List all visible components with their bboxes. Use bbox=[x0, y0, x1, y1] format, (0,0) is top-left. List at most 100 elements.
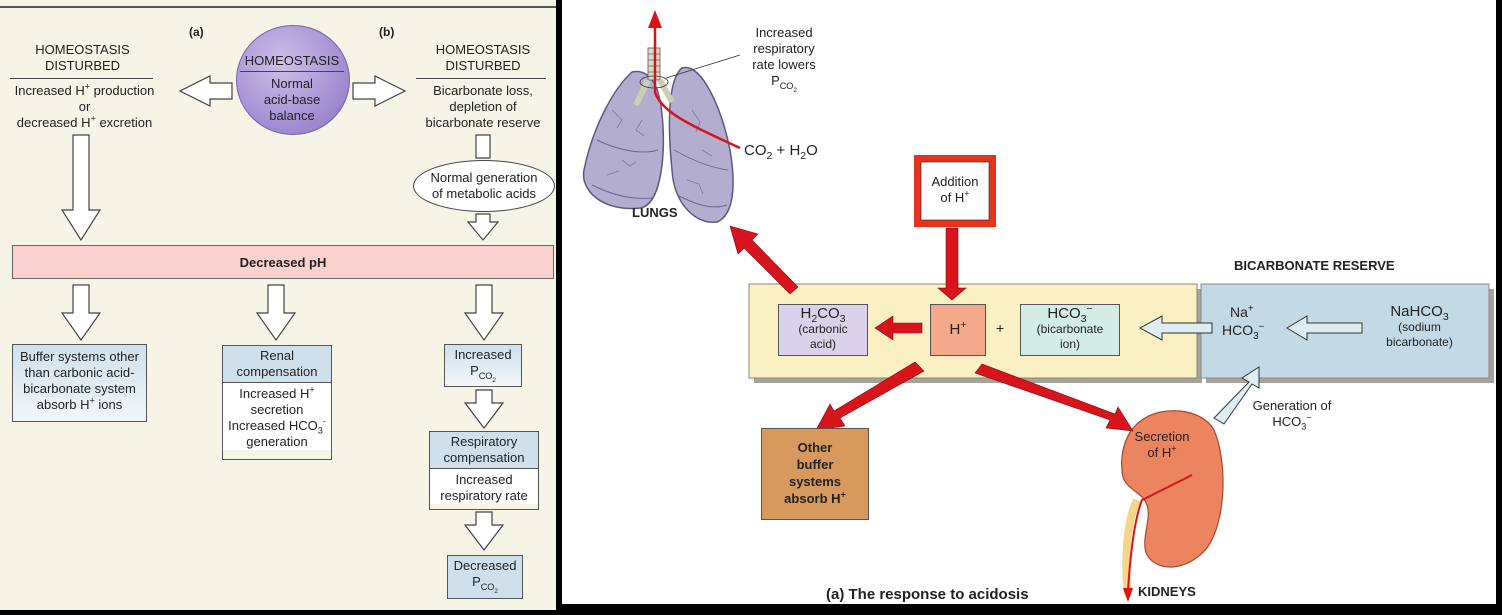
text-line: of H+ bbox=[1124, 444, 1200, 461]
addition-text: Addition of H+ bbox=[921, 174, 989, 206]
body-line: decreased H+ excretion bbox=[2, 113, 167, 131]
arrow-addition-down bbox=[937, 227, 967, 301]
left-disturbed-title: HOMEOSTASIS DISTURBED bbox=[10, 42, 155, 74]
sup: − bbox=[1086, 303, 1093, 315]
title-line: HOMEOSTASIS bbox=[35, 42, 130, 57]
text: production bbox=[90, 83, 155, 98]
box-line: Buffer systems other bbox=[20, 349, 139, 364]
label-a: (a) bbox=[189, 25, 204, 39]
circle-line: acid-base bbox=[263, 92, 321, 107]
title-line: DISTURBED bbox=[445, 58, 521, 73]
text-line: (carbonic bbox=[798, 322, 848, 336]
arrow-down-long bbox=[60, 134, 102, 242]
body-line: depletion of bbox=[449, 99, 517, 114]
text: + H bbox=[772, 142, 801, 159]
bronchi bbox=[633, 78, 675, 107]
body-line: respiratory rate bbox=[440, 488, 528, 503]
text: NaHCO bbox=[1390, 303, 1443, 320]
sub: 2 bbox=[800, 150, 807, 162]
left-disturbed-rule bbox=[10, 78, 153, 79]
text-line: HCO3− bbox=[1237, 413, 1347, 431]
text: HCO bbox=[1047, 305, 1081, 322]
sup: + bbox=[960, 319, 967, 331]
left-lung bbox=[582, 70, 665, 210]
renal-header: Renal compensation bbox=[223, 346, 331, 383]
arrow-right-hollow bbox=[352, 75, 407, 107]
hdr-line: compensation bbox=[236, 364, 318, 379]
sub: 2 bbox=[492, 376, 496, 384]
text-line: absorb H+ bbox=[762, 490, 868, 507]
text-line: Other bbox=[797, 440, 833, 455]
text-line: bicarbonate) bbox=[1386, 335, 1453, 349]
decreased-pco2-box: Decreased PCO2 bbox=[447, 555, 523, 599]
sup: + bbox=[964, 188, 970, 199]
circle-divider bbox=[240, 71, 344, 72]
hdr-line: Renal bbox=[260, 348, 294, 363]
respiratory-body: Increased respiratory rate bbox=[430, 469, 538, 504]
title-line: DISTURBED bbox=[44, 58, 121, 73]
arrow-down-short-2 bbox=[466, 213, 500, 241]
text-line: Secretion bbox=[1134, 429, 1190, 444]
text: O bbox=[806, 142, 818, 159]
text: CO bbox=[744, 142, 767, 159]
sub: 3 bbox=[839, 313, 846, 325]
renal-body: Increased H+ secretion Increased HCO3- g… bbox=[223, 383, 331, 450]
sup: + bbox=[90, 113, 96, 124]
arrow-down-renal bbox=[255, 284, 297, 342]
kidney-arrowhead bbox=[1123, 588, 1133, 602]
text: Increased H bbox=[239, 386, 310, 401]
sub: 3 bbox=[317, 425, 323, 436]
lungs-label: LUNGS bbox=[632, 205, 678, 220]
text: CO bbox=[817, 305, 840, 322]
formula: NaHCO3 bbox=[1362, 303, 1477, 322]
renal-compensation-box: Renal compensation Increased H+ secretio… bbox=[222, 345, 332, 460]
label-b: (b) bbox=[379, 25, 395, 39]
body-line: Increased HCO3- bbox=[223, 417, 331, 436]
bicarbonate-reserve-title: BICARBONATE RESERVE bbox=[1234, 258, 1395, 273]
arrow-down-short-1 bbox=[475, 134, 491, 159]
text: H bbox=[949, 321, 961, 338]
right-lung bbox=[668, 66, 734, 223]
sup: + bbox=[840, 489, 846, 500]
sup: − bbox=[1258, 321, 1265, 333]
sub: 2 bbox=[811, 313, 818, 325]
text: Na bbox=[1230, 304, 1248, 320]
box-line: PCO2 bbox=[448, 574, 522, 594]
arrow-left-hollow bbox=[178, 75, 233, 107]
metabolic-acids-ellipse: Normal generation of metabolic acids bbox=[413, 160, 555, 212]
note-line: rate lowers bbox=[752, 57, 816, 72]
note-line: respiratory bbox=[753, 41, 815, 56]
sub: CO bbox=[779, 80, 794, 91]
sodium-bicarbonate-label: NaHCO3 (sodium bicarbonate) bbox=[1362, 303, 1477, 350]
body-line: Increased H+ bbox=[223, 385, 331, 402]
note-line: PCO2 bbox=[734, 73, 834, 94]
text: P bbox=[472, 574, 481, 589]
hydrogen-ion-box: H+ bbox=[930, 304, 986, 356]
co2-h2o-label: CO2 + H2O bbox=[744, 142, 818, 162]
body-line: secretion bbox=[250, 402, 304, 417]
left-arrows bbox=[60, 75, 505, 551]
body-line: generation bbox=[246, 434, 308, 449]
ellipse-line: of metabolic acids bbox=[431, 186, 537, 201]
right-disturbed-rule bbox=[416, 78, 546, 79]
box-line: bicarbonate system bbox=[23, 381, 136, 396]
lungs-illustration bbox=[582, 47, 734, 223]
sub: 2 bbox=[793, 86, 797, 94]
note-line: Increased bbox=[755, 25, 813, 40]
title-line: HOMEOSTASIS bbox=[435, 42, 531, 57]
kidney-red-line bbox=[1127, 474, 1193, 591]
text-line: Addition bbox=[931, 174, 979, 189]
homeostasis-title: HOMEOSTASIS bbox=[244, 53, 340, 68]
hdr-line: Respiratory bbox=[450, 434, 518, 449]
bicarbonate-ion-box: HCO3− (bicarbonate ion) bbox=[1020, 304, 1120, 356]
other-buffer-box: Other buffer systems absorb H+ bbox=[761, 428, 869, 520]
decreased-ph-bar: Decreased pH bbox=[12, 245, 554, 279]
text: Increased HCO bbox=[228, 418, 318, 433]
addition-box-inner bbox=[920, 161, 990, 221]
exhale-arrowhead bbox=[648, 10, 662, 28]
top-divider bbox=[0, 6, 556, 8]
box-line: than carbonic acid- bbox=[24, 365, 135, 380]
text: H bbox=[800, 305, 812, 322]
plus-sign: + bbox=[996, 320, 1005, 336]
box-line: Decreased bbox=[453, 558, 517, 573]
